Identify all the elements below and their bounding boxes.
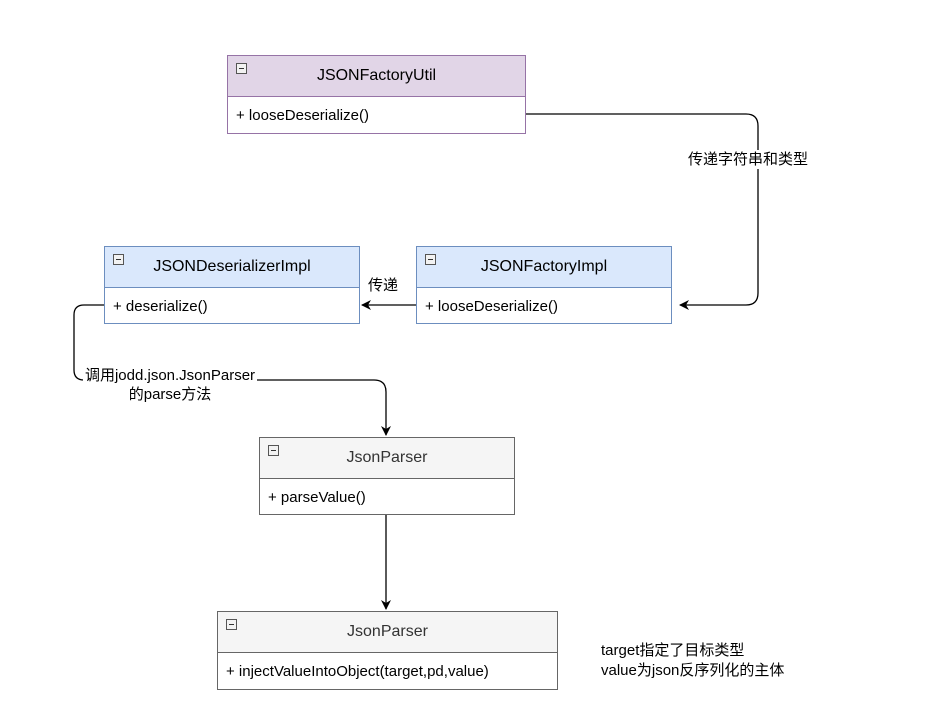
class-header: JsonParser <box>218 612 557 653</box>
class-method: + looseDeserialize() <box>236 107 369 124</box>
collapse-icon[interactable] <box>236 63 247 74</box>
class-title: JsonParser <box>347 623 428 640</box>
class-title: JSONDeserializerImpl <box>153 258 311 275</box>
edge-label-pass: 传递 <box>367 276 400 295</box>
class-header: JsonParser <box>260 438 514 479</box>
note-line: target指定了目标类型 <box>601 642 745 659</box>
class-header: JSONDeserializerImpl <box>105 247 359 288</box>
class-json-factory-impl: JSONFactoryImpl + looseDeserialize() <box>416 246 672 324</box>
collapse-icon[interactable] <box>226 619 237 630</box>
class-method: + injectValueIntoObject(target,pd,value) <box>226 663 489 680</box>
class-json-parser-parse: JsonParser + parseValue() <box>259 437 515 515</box>
edge-label-line: 的parse方法 <box>126 385 214 404</box>
edge-deserializer-to-parser <box>73 304 391 436</box>
edge-label-pass-string-and-type: 传递字符串和类型 <box>686 150 811 169</box>
note-text: target指定了目标类型 value为json反序列化的主体 <box>601 641 784 681</box>
collapse-icon[interactable] <box>268 445 279 456</box>
class-json-factory-util: JSONFactoryUtil + looseDeserialize() <box>227 55 526 134</box>
edge-label-call-parser: 调用jodd.json.JsonParser 的parse方法 <box>60 366 280 404</box>
collapse-icon[interactable] <box>425 254 436 265</box>
class-json-parser-inject: JsonParser + injectValueIntoObject(targe… <box>217 611 558 690</box>
class-title: JsonParser <box>346 449 428 466</box>
class-title: JSONFactoryUtil <box>316 67 437 84</box>
class-method: + looseDeserialize() <box>425 297 558 315</box>
class-header: JSONFactoryImpl <box>417 247 671 288</box>
edge-util-to-factory-impl <box>526 113 759 310</box>
class-header: JSONFactoryUtil <box>228 56 525 97</box>
class-method: + parseValue() <box>268 488 366 506</box>
class-method: + deserialize() <box>113 297 208 315</box>
collapse-icon[interactable] <box>113 254 124 265</box>
note-line: value为json反序列化的主体 <box>601 662 785 679</box>
edge-label-line: 调用jodd.json.JsonParser <box>82 366 258 385</box>
class-json-deserializer-impl: JSONDeserializerImpl + deserialize() <box>104 246 360 324</box>
class-title: JSONFactoryImpl <box>480 258 608 275</box>
